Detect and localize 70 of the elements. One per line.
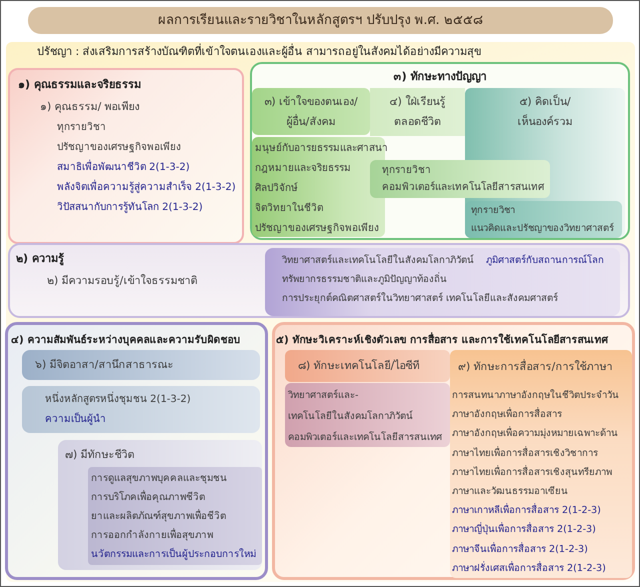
category-heading: ๕) ทักษะวิเคราะห์เชิงตัวเลข การสื่อสาร และการใช้เทคโนโลยีสารสนเทศ <box>276 331 608 348</box>
skill-heading: ๙) ทักษะการสื่อสาร/การใช้ภาษา <box>458 358 612 375</box>
skill-heading: ๔) ใฝ่เรียนรู้ ตลอดชีวิต <box>388 94 446 130</box>
course-band <box>88 467 262 565</box>
course-name: ภาษาเกาหลีเพื่อการสื่อสาร 2(1-2-3) <box>452 502 601 518</box>
course-name: ทุกรายวิชา <box>57 121 106 135</box>
category-heading: ๑) คุณธรรมและจริยธรรม <box>18 77 141 94</box>
skill-heading: ๒) มีความรอบรู้/เข้าใจธรรมชาติ <box>47 273 198 289</box>
category-panel <box>5 322 268 580</box>
skill-band <box>252 88 370 135</box>
skill-heading: ๕) คิดเป็น/ เห็นองค์รวม <box>516 93 574 130</box>
title-banner: ผลการเรียนและรายวิชาในหลักสูตรฯ ปรับปรุง พ.ศ. ๒๕๕๘ <box>28 7 613 34</box>
course-name: การบริโภคเพื่อคุณภาพชีวิต <box>91 489 205 505</box>
course-band <box>465 201 622 238</box>
course-name: ภาษาญี่ปุ่นเพื่อการสื่อสาร 2(1-2-3) <box>452 521 596 538</box>
course-name: วิปัสสนากับการรู้ทันโลก 2(1-3-2) <box>57 200 203 215</box>
course-name: กฎหมายและจริยธรรม <box>255 162 351 176</box>
skill-heading: ๓) เข้าใจของตนเอง/ ผู้อื่น/สังคม <box>263 94 359 130</box>
course-band <box>22 386 260 433</box>
course-name: ภาษาและวัฒนธรรมอาเซียน <box>452 485 568 500</box>
course-name: มนุษย์กับอารยธรรมและศาสนา <box>255 141 388 156</box>
course-name: การสนทนาภาษาอังกฤษในชีวิตประจำวัน <box>452 388 619 403</box>
skill-band <box>58 440 262 570</box>
course-name: ทุกรายวิชา <box>471 204 515 218</box>
course-name: วิทยาศาสตร์และ- เทคโนโลยีในสังคมโลกาภิวัตน์ <box>288 388 414 424</box>
course-name: หนึ่งหลักสูตรหนึ่งชุมชน 2(1-3-2) <box>45 390 191 410</box>
category-heading: ๔) ความสัมพันธ์ระหว่างบุคคลและความรับผิดชอบ <box>11 333 240 348</box>
category-panel <box>250 62 630 240</box>
course-name: ภาษาอังกฤษเพื่อความมุ่งหมายเฉพาะด้าน <box>452 425 618 442</box>
skill-band <box>370 88 465 136</box>
skill-heading: ๘) ทักษะเทคโนโลยี/ไอซีที <box>298 358 420 374</box>
skill-band <box>22 350 260 380</box>
course-band <box>370 160 550 198</box>
course-name: ปรัชญาของเศรษฐกิจพอเพียง <box>255 222 379 236</box>
course-band <box>265 248 620 316</box>
course-name: ภาษาฝรั่งเศสเพื่อการสื่อสาร 2(1-2-3) <box>452 560 606 576</box>
course-name: สมาธิเพื่อพัฒนาชีวิต 2(1-3-2) <box>57 158 190 178</box>
philosophy-text: ปรัชญา : ส่งเสริมการสร้างบัณฑิตที่เข้าใจตนเองและผู้อื่น สามารถอยู่ในสังคมได้อย่างมีความสุข <box>37 43 482 60</box>
course-name: ทรัพยากรธรรมชาติและภูมิปัญญาท้องถิ่น <box>282 271 447 287</box>
category-panel <box>8 243 630 318</box>
course-name: การดูแลสุขภาพบุคคลและชุมชน <box>91 472 227 486</box>
course-name: การประยุกต์คณิตศาสตร์ในวิทยาศาสตร์ เทคโนโลยีและสังคมศาสตร์ <box>282 291 558 306</box>
skill-band <box>450 350 632 578</box>
course-name: คอมพิวเตอร์และเทคโนโลยีสารสนเทศ <box>382 180 544 195</box>
skill-band <box>285 350 450 382</box>
course-name: วิทยาศาสตร์และเทคโนโลยีในสังคมโลกาภิวัตน์ <box>282 253 474 268</box>
course-name: ภูมิศาสตร์กับสถานการณ์โลก <box>486 253 604 268</box>
course-name: จิตวิทยาในชีวิต <box>255 201 323 216</box>
skill-heading: ๖) มีจิตอาสา/สานึกสาธารณะ <box>35 357 174 373</box>
category-heading: ๓) ทักษะทางปัญญา <box>394 69 486 85</box>
category-heading: ๒) ความรู้ <box>16 251 64 268</box>
course-name: ปรัชญาของเศรษฐกิจพอเพียง <box>57 140 181 155</box>
course-name: พลังจิตเพื่อความรู้สู่ความสำเร็จ 2(1-3-2) <box>57 178 236 198</box>
category-panel <box>8 68 244 244</box>
skill-heading: ๗) มีทักษะชีวิต <box>65 447 135 463</box>
course-name: แนวคิดและปรัชญาของวิทยาศาสตร์ <box>471 222 614 236</box>
course-name: ภาษาไทยเพื่อการสื่อสารเชิงสุนทรียภาพ <box>452 464 612 480</box>
course-name: ศิลปวิจักษ์ <box>255 181 298 196</box>
course-name: ภาษาอังกฤษเพื่อการสื่อสาร <box>452 406 562 422</box>
course-name: ภาษาไทยเพื่อการสื่อสารเชิงวิชาการ <box>452 445 598 461</box>
course-name: คอมพิวเตอร์และเทคโนโลยีสารสนเทศ <box>288 430 442 445</box>
course-name: การออกกำลังกายเพื่อสุขภาพ <box>91 527 213 543</box>
course-name: ยาและผลิตภัณฑ์สุขภาพเพื่อชีวิต <box>91 508 226 524</box>
course-name: ภาษาจีนเพื่อการสื่อสาร 2(1-2-3) <box>452 541 588 557</box>
category-panel <box>272 322 635 580</box>
course-band <box>285 383 450 447</box>
course-name: ความเป็นผู้นำ <box>45 411 106 427</box>
skill-heading: ๑) คุณธรรม/ พอเพียง <box>40 99 140 115</box>
course-name: นวัตกรรมและการเป็นผู้ประกอบการใหม่ <box>91 546 256 562</box>
course-name: ทุกรายวิชา <box>382 164 431 178</box>
